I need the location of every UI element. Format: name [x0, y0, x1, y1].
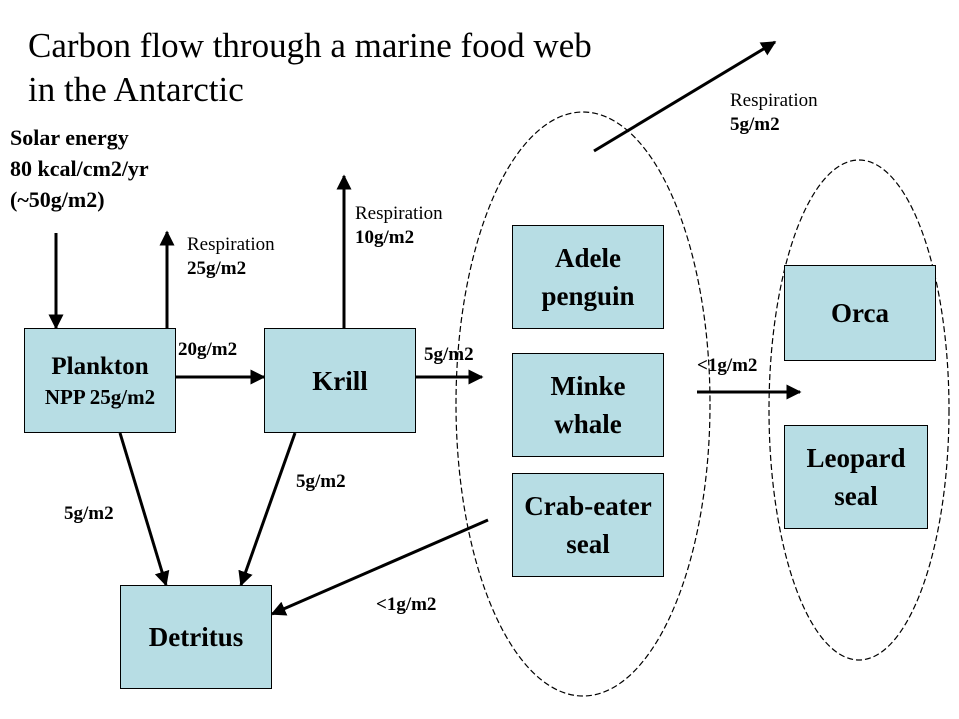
- plankton-to-detritus-label: 5g/m2: [64, 503, 114, 524]
- detritus-name: Detritus: [148, 622, 244, 652]
- top-respiration-text: Respiration: [730, 90, 818, 111]
- adele-line-1: Adele: [555, 243, 621, 273]
- minke-line-1: Minke: [550, 371, 626, 401]
- plankton-to-krill-label: 20g/m2: [178, 339, 238, 360]
- title-line-2: in the Antarctic: [28, 70, 244, 109]
- krill-to-detritus-label: 5g/m2: [296, 471, 346, 492]
- leopard-line-1: Leopard: [806, 443, 906, 473]
- solar-energy-label: Solar energy 80 kcal/cm2/yr (~50g/m2): [10, 122, 149, 215]
- orca-name: Orca: [831, 298, 889, 328]
- plankton-respiration-text: Respiration: [187, 234, 275, 255]
- predator-group-ellipse: [455, 111, 711, 697]
- plankton-npp: NPP 25g/m2: [44, 385, 156, 409]
- plankton-name: Plankton: [51, 353, 149, 380]
- krill-to-detritus-arrow: [238, 432, 297, 587]
- krill-respiration-text: Respiration: [355, 203, 443, 224]
- plankton-to-detritus-arrow: [118, 432, 170, 587]
- krill-respiration-label: Respiration 10g/m2: [355, 202, 443, 250]
- title-line-1: Carbon flow through a marine food web: [28, 26, 592, 65]
- krill-to-predators-label: 5g/m2: [424, 344, 474, 365]
- plankton-node: Plankton NPP 25g/m2: [24, 328, 176, 433]
- solar-line-1: Solar energy: [10, 125, 129, 150]
- crab-eater-seal-node: Crab-eater seal: [512, 473, 664, 577]
- solar-line-3: (~50g/m2): [10, 187, 105, 212]
- minke-whale-node: Minke whale: [512, 353, 664, 457]
- top-respiration-value: 5g/m2: [730, 114, 780, 135]
- diagram-title: Carbon flow through a marine food web in…: [28, 24, 592, 112]
- top-predator-group-ellipse: [768, 159, 950, 661]
- top-respiration-label: Respiration 5g/m2: [730, 89, 818, 137]
- minke-line-2: whale: [554, 409, 622, 439]
- leopard-seal-node: Leopard seal: [784, 425, 928, 529]
- plankton-respiration-label: Respiration 25g/m2: [187, 233, 275, 281]
- predators-to-detritus-label: <1g/m2: [376, 594, 437, 615]
- predators-to-detritus-arrow: [270, 518, 489, 616]
- krill-node: Krill: [264, 328, 416, 433]
- top-respiration-arrow: [593, 40, 777, 153]
- detritus-node: Detritus: [120, 585, 272, 689]
- plankton-respiration-value: 25g/m2: [187, 258, 247, 279]
- solar-line-2: 80 kcal/cm2/yr: [10, 156, 149, 181]
- predators-to-top-label: <1g/m2: [697, 355, 758, 376]
- adele-penguin-node: Adele penguin: [512, 225, 664, 329]
- orca-node: Orca: [784, 265, 936, 361]
- adele-line-2: penguin: [541, 281, 635, 311]
- leopard-line-2: seal: [834, 481, 878, 511]
- crab-line-1: Crab-eater: [524, 491, 652, 521]
- krill-respiration-value: 10g/m2: [355, 227, 415, 248]
- crab-line-2: seal: [566, 529, 610, 559]
- krill-name: Krill: [312, 365, 368, 396]
